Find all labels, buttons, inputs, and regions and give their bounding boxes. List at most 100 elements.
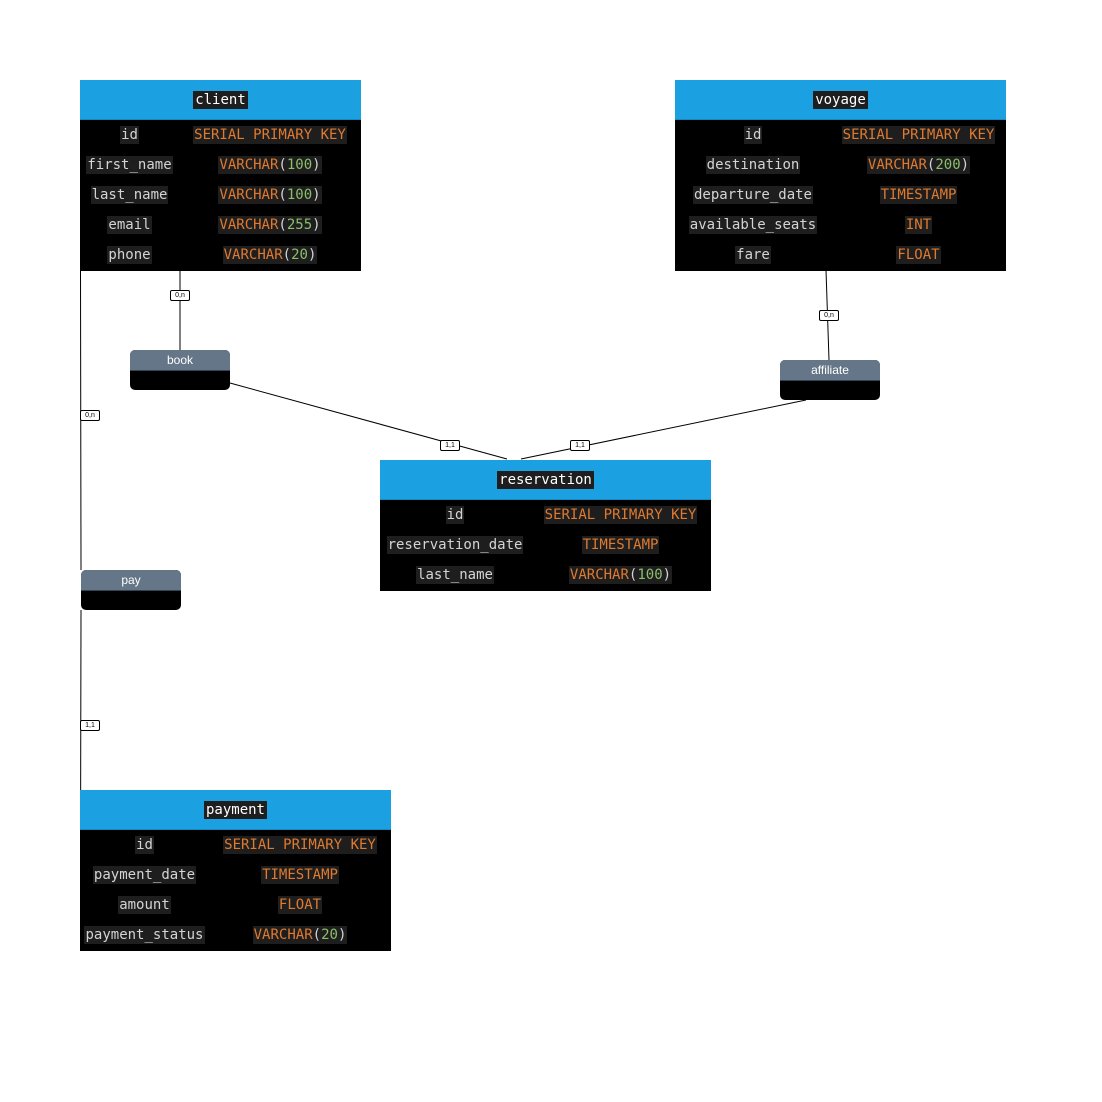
field-type: TIMESTAMP [261, 866, 339, 884]
field-type-cell: VARCHAR(255) [179, 216, 361, 234]
field-type: FLOAT [277, 896, 323, 914]
field-type-cell: FLOAT [209, 896, 391, 914]
cardinality-client-pay: 0,n [80, 410, 100, 421]
relationship-affiliate-label: affiliate [780, 360, 880, 381]
field-name-cell: id [380, 506, 530, 524]
field-name-cell: id [675, 126, 831, 144]
field-name-cell: id [80, 836, 209, 854]
field-row-payment-amount: amount FLOAT [80, 890, 391, 920]
entity-voyage[interactable]: voyage id SERIAL PRIMARY KEY destination VA… [675, 80, 1006, 271]
field-type: SERIAL PRIMARY KEY [543, 506, 698, 524]
field-type-cell: TIMESTAMP [530, 536, 711, 554]
relationship-pay-label: pay [81, 570, 181, 591]
field-row-payment-payment_status: payment_status VARCHAR(20) [80, 920, 391, 950]
field-name-cell: reservation_date [380, 536, 530, 554]
entity-reservation-title: reservation [497, 470, 594, 489]
field-type: VARCHAR(100) [218, 186, 322, 204]
field-type-cell: VARCHAR(100) [530, 566, 711, 584]
field-name-cell: first_name [80, 156, 179, 174]
field-name: last_name [416, 566, 494, 584]
field-name: id [135, 836, 154, 854]
field-type: SERIAL PRIMARY KEY [223, 836, 377, 854]
field-name: id [120, 126, 139, 144]
field-type-cell: TIMESTAMP [209, 866, 391, 884]
field-name-cell: email [80, 216, 179, 234]
field-type-cell: SERIAL PRIMARY KEY [179, 126, 361, 144]
field-name-cell: available_seats [675, 216, 831, 234]
entity-reservation-header: reservation [380, 460, 711, 500]
field-name-cell: payment_status [80, 926, 209, 944]
entity-client-title: client [193, 90, 248, 109]
field-name: destination [705, 156, 801, 174]
field-type-cell: SERIAL PRIMARY KEY [209, 836, 391, 854]
field-type: VARCHAR(100) [218, 156, 322, 174]
cardinality-pay-payment: 1,1 [80, 720, 100, 731]
field-type-cell: FLOAT [831, 246, 1006, 264]
field-name-cell: destination [675, 156, 831, 174]
entity-client-header: client [80, 80, 361, 120]
field-row-voyage-destination: destination VARCHAR(200) [675, 150, 1006, 180]
field-type-cell: VARCHAR(200) [831, 156, 1006, 174]
field-name: payment_date [92, 866, 197, 884]
relationship-book[interactable]: book [130, 350, 230, 390]
field-type: VARCHAR(20) [252, 926, 348, 944]
field-type-cell: VARCHAR(100) [179, 186, 361, 204]
field-type: VARCHAR(20) [222, 246, 318, 264]
field-name: payment_status [84, 926, 205, 944]
entity-payment-header: payment [80, 790, 391, 830]
field-row-client-email: email VARCHAR(255) [80, 210, 361, 240]
relationship-affiliate[interactable]: affiliate [780, 360, 880, 400]
field-row-client-phone: phone VARCHAR(20) [80, 240, 361, 270]
field-name-cell: id [80, 126, 179, 144]
relationship-book-label: book [130, 350, 230, 371]
entity-payment-fields: id SERIAL PRIMARY KEY payment_date TIMESTAM… [80, 830, 391, 950]
field-type: VARCHAR(100) [568, 566, 673, 584]
field-name-cell: payment_date [80, 866, 209, 884]
field-type-cell: VARCHAR(20) [179, 246, 361, 264]
field-type: TIMESTAMP [879, 186, 958, 204]
field-name-cell: amount [80, 896, 209, 914]
field-type: TIMESTAMP [581, 536, 660, 554]
field-row-voyage-departure_date: departure_date TIMESTAMP [675, 180, 1006, 210]
relationship-pay[interactable]: pay [81, 570, 181, 610]
entity-reservation-fields: id SERIAL PRIMARY KEY reservation_date TIME… [380, 500, 711, 590]
field-name-cell: last_name [380, 566, 530, 584]
connector-book-reservation [229, 382, 508, 460]
field-row-client-last_name: last_name VARCHAR(100) [80, 180, 361, 210]
field-type: FLOAT [896, 246, 941, 264]
field-name-cell: departure_date [675, 186, 831, 204]
field-name: id [445, 506, 465, 524]
entity-voyage-fields: id SERIAL PRIMARY KEY destination VARCHAR(2… [675, 120, 1006, 270]
field-name: reservation_date [386, 536, 524, 554]
field-name: last_name [90, 186, 169, 204]
cardinality-book-reservation: 1,1 [440, 440, 460, 451]
field-row-client-first_name: first_name VARCHAR(100) [80, 150, 361, 180]
field-name: fare [735, 246, 771, 264]
field-name-cell: fare [675, 246, 831, 264]
field-row-client-id: id SERIAL PRIMARY KEY [80, 120, 361, 150]
field-name-cell: last_name [80, 186, 179, 204]
cardinality-client-book: 0,n [170, 290, 190, 301]
field-name-cell: phone [80, 246, 179, 264]
field-type: VARCHAR(255) [218, 216, 322, 234]
cardinality-affiliate-reservation: 1,1 [570, 440, 590, 451]
field-type-cell: VARCHAR(100) [179, 156, 361, 174]
entity-payment[interactable]: payment id SERIAL PRIMARY KEY payment_date… [80, 790, 391, 951]
field-type: SERIAL PRIMARY KEY [841, 126, 996, 144]
entity-payment-title: payment [203, 800, 267, 819]
connector-affiliate-reservation [520, 399, 807, 460]
field-row-payment-payment_date: payment_date TIMESTAMP [80, 860, 391, 890]
field-row-reservation-id: id SERIAL PRIMARY KEY [380, 500, 711, 530]
entity-voyage-title: voyage [813, 90, 868, 109]
field-type: VARCHAR(200) [866, 156, 971, 174]
field-name: amount [118, 896, 171, 914]
field-row-voyage-fare: fare FLOAT [675, 240, 1006, 270]
field-type-cell: INT [831, 216, 1006, 234]
entity-reservation[interactable]: reservation id SERIAL PRIMARY KEY reservat… [380, 460, 711, 591]
field-row-voyage-id: id SERIAL PRIMARY KEY [675, 120, 1006, 150]
field-type: SERIAL PRIMARY KEY [193, 126, 347, 144]
